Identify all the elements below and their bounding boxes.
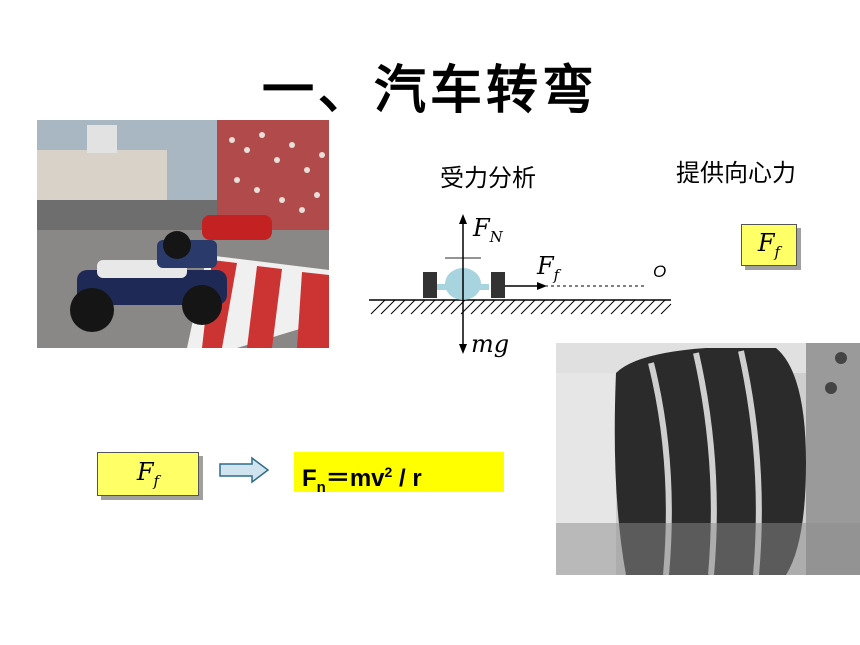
right-arrow-icon [218, 456, 270, 488]
friction-force-box: Ff [97, 452, 199, 496]
left-force-symbol: Ff [136, 458, 160, 490]
answer-force-symbol: Ff [757, 229, 781, 261]
friction-force-label: Ff [537, 252, 560, 284]
force-diagram: FN Ff mg O [365, 212, 685, 362]
center-point-label: O [653, 262, 667, 281]
force-analysis-label: 受力分析 [440, 164, 536, 192]
left-wheel [423, 272, 437, 298]
centripetal-formula: Fn＝mv2 / r [294, 452, 504, 496]
weight-label: mg [471, 330, 510, 358]
slide-title: 一、汽车转弯 [261, 61, 598, 121]
racing-car-photo [37, 120, 329, 348]
normal-force-label: FN [473, 214, 503, 246]
right-wheel [491, 272, 505, 298]
centripetal-force-answer-box: Ff [741, 224, 797, 266]
centripetal-source-label: 提供向心力 [676, 159, 796, 187]
tire-deformation-photo [556, 343, 860, 575]
